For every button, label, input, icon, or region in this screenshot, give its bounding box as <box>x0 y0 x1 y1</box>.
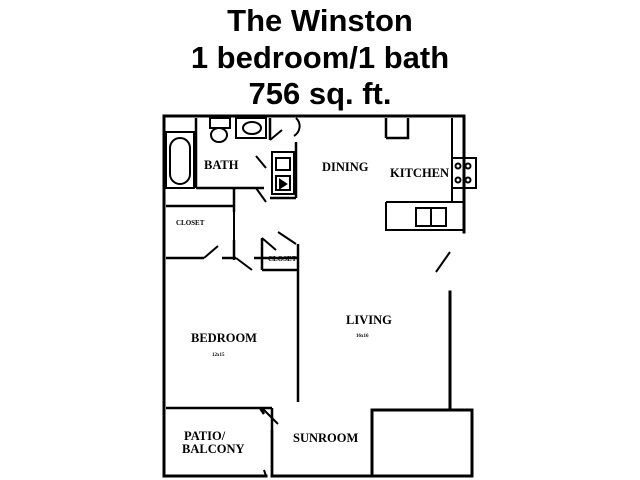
room-dining: DINING <box>322 160 369 174</box>
door-swings <box>203 117 451 477</box>
living-dimensions: 16x16 <box>356 334 369 339</box>
kitchen-counters <box>385 118 477 231</box>
room-sunroom: SUNROOM <box>293 431 358 445</box>
room-patio-line2: BALCONY <box>182 442 245 456</box>
room-kitchen: KITCHEN <box>390 166 449 180</box>
exterior-walls <box>162 114 474 478</box>
patio-divider <box>258 407 266 415</box>
room-patio-line1: PATIO/ <box>184 429 226 443</box>
room-closet-2: CLOSET <box>268 255 297 263</box>
room-bath: BATH <box>204 158 239 172</box>
room-bedroom: BEDROOM <box>191 331 257 345</box>
room-living: LIVING <box>346 313 392 327</box>
room-closet-1: CLOSET <box>176 219 205 227</box>
bath-fixtures <box>165 117 295 195</box>
bedroom-dimensions: 12x15 <box>212 353 225 358</box>
plan-name: The Winston <box>227 3 413 38</box>
plan-layout: 1 bedroom/1 bath <box>190 40 450 75</box>
plan-area: 756 sq. ft. <box>248 76 392 111</box>
